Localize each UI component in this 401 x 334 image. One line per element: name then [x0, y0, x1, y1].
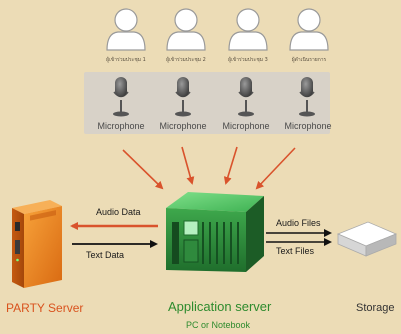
person-icon: [166, 8, 206, 51]
person-icon: [106, 8, 146, 51]
application-server-label: Application server: [168, 299, 272, 314]
microphone-panel: [84, 72, 330, 134]
storage-label: Storage: [356, 302, 395, 314]
audio-files-label: Audio Files: [276, 218, 321, 228]
mic-to-server-arrow: [255, 147, 296, 190]
mic-to-server-arrow: [181, 146, 195, 185]
person-icon: [289, 8, 329, 51]
text-data-label: Text Data: [86, 250, 125, 260]
participant-label: ผู้ดำเนินรายการ: [291, 57, 327, 63]
rack-server-icon: [166, 192, 264, 272]
participant-label: ผู้เข้าร่วมประชุม 2: [166, 57, 206, 63]
microphone-label: Microphone: [222, 121, 270, 131]
application-server-sublabel: PC or Notebook: [186, 320, 251, 330]
participant-label: ผู้เข้าร่วมประชุม 1: [106, 57, 146, 63]
microphone-label: Microphone: [97, 121, 145, 131]
microphone-icon: [175, 77, 191, 117]
mic-to-server-arrow: [223, 146, 238, 185]
party-server-label: PARTY Server: [6, 301, 84, 315]
storage-box-icon: [336, 221, 398, 257]
microphone-icon: [238, 77, 254, 117]
microphone-label: Microphone: [284, 121, 332, 131]
text-files-label: Text Files: [276, 246, 315, 256]
microphone-icon: [299, 77, 315, 117]
audio-data-label: Audio Data: [96, 207, 141, 217]
participant-label: ผู้เข้าร่วมประชุม 3: [228, 57, 268, 63]
microphone-icon: [113, 77, 129, 117]
tower-server-icon: [12, 200, 62, 288]
microphone-label: Microphone: [159, 121, 207, 131]
mic-to-server-arrow: [122, 149, 164, 190]
person-icon: [228, 8, 268, 51]
